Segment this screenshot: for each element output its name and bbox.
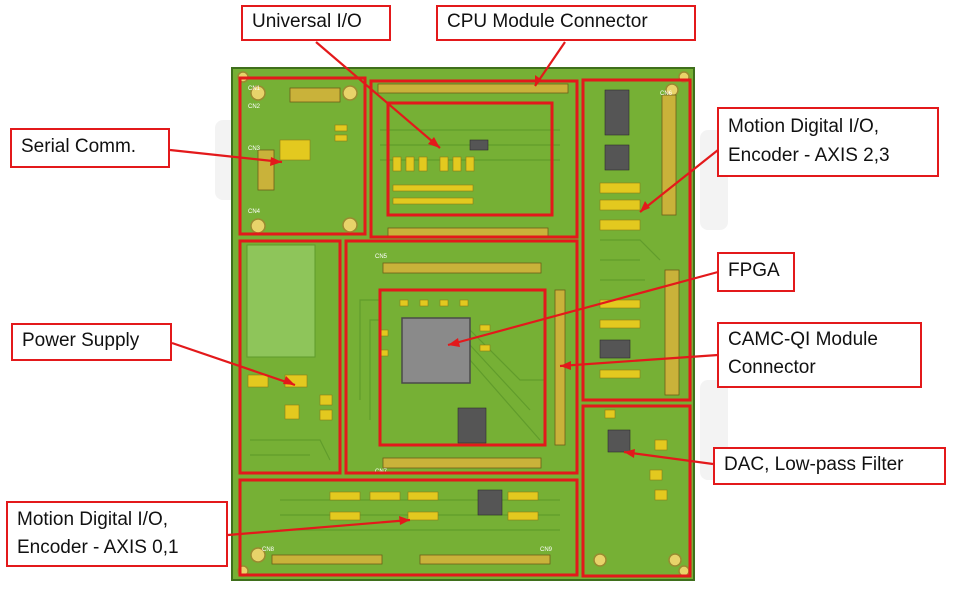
label-motion-01-line2: Encoder - AXIS 0,1 bbox=[17, 537, 179, 558]
label-motion-23-line2: Encoder - AXIS 2,3 bbox=[728, 145, 890, 166]
silk-cn6: CN6 bbox=[660, 91, 673, 97]
label-power-text: Power Supply bbox=[22, 330, 140, 351]
label-serial-comm: Serial Comm. bbox=[10, 128, 170, 168]
label-motion-23-line1: Motion Digital I/O, bbox=[728, 116, 879, 137]
label-universal-io-text: Universal I/O bbox=[252, 11, 362, 32]
region-camc bbox=[344, 239, 579, 475]
silk-cn3: CN3 bbox=[248, 146, 261, 152]
arrow-universal-io bbox=[428, 137, 440, 148]
silk-cn2: CN2 bbox=[248, 104, 261, 110]
arrow-fpga bbox=[448, 338, 460, 347]
leader-motion-01 bbox=[227, 518, 411, 537]
label-cpu-module-connector: CPU Module Connector bbox=[436, 5, 696, 41]
leader-arrowheads bbox=[270, 75, 650, 525]
silk-cn8: CN8 bbox=[262, 547, 275, 553]
pcb-board: CN1 CN2 CN3 CN4 CN5 CN6 CN7 CN8 CN9 bbox=[231, 67, 695, 581]
arrow-motion-23 bbox=[640, 201, 650, 212]
label-motion-io-axis-01: Motion Digital I/O, Encoder - AXIS 0,1 bbox=[6, 501, 228, 567]
fpga-chip bbox=[401, 317, 471, 384]
label-dac-text: DAC, Low-pass Filter bbox=[724, 454, 904, 475]
leader-dac bbox=[623, 450, 714, 466]
region-universal-io bbox=[386, 101, 554, 217]
label-cpu-text: CPU Module Connector bbox=[447, 11, 648, 32]
arrow-camc bbox=[560, 361, 571, 370]
ic-chips bbox=[457, 89, 631, 516]
region-outlines bbox=[238, 76, 692, 578]
leader-motion-23 bbox=[639, 149, 719, 213]
label-motion-01-line1: Motion Digital I/O, bbox=[17, 509, 168, 530]
label-camc-line1: CAMC-QI Module bbox=[728, 329, 878, 350]
leader-universal-io bbox=[315, 41, 441, 149]
arrow-motion-01 bbox=[399, 516, 410, 525]
label-camc-qi: CAMC-QI Module Connector bbox=[717, 322, 922, 388]
region-cpu-connector bbox=[369, 79, 579, 239]
label-power-supply: Power Supply bbox=[11, 323, 172, 361]
label-universal-io: Universal I/O bbox=[241, 5, 391, 41]
label-fpga: FPGA bbox=[717, 252, 795, 292]
leader-lines bbox=[169, 41, 719, 537]
region-motion-23 bbox=[581, 78, 692, 402]
region-fpga bbox=[378, 288, 547, 447]
silk-cn4: CN4 bbox=[248, 209, 261, 215]
smd-components bbox=[247, 124, 668, 521]
label-dac-filter: DAC, Low-pass Filter bbox=[713, 447, 946, 485]
arrow-serial bbox=[270, 157, 282, 166]
region-power bbox=[238, 239, 342, 475]
silk-cn9: CN9 bbox=[540, 547, 553, 553]
leader-fpga bbox=[447, 270, 719, 347]
label-fpga-text: FPGA bbox=[728, 260, 780, 281]
arrow-dac bbox=[624, 449, 635, 458]
leader-camc bbox=[559, 353, 719, 368]
region-dac bbox=[581, 404, 692, 578]
label-camc-line2: Connector bbox=[728, 357, 816, 378]
label-motion-io-axis-23: Motion Digital I/O, Encoder - AXIS 2,3 bbox=[717, 107, 939, 177]
region-motion-01 bbox=[238, 478, 579, 577]
label-serial-text: Serial Comm. bbox=[21, 136, 137, 157]
leader-serial bbox=[169, 148, 283, 164]
silk-cn1: CN1 bbox=[248, 86, 261, 92]
silk-cn5: CN5 bbox=[375, 254, 388, 260]
leader-power bbox=[171, 341, 296, 387]
power-module bbox=[246, 244, 316, 358]
arrow-cpu bbox=[535, 75, 542, 86]
arrow-power bbox=[283, 376, 295, 385]
region-serial bbox=[238, 76, 367, 236]
